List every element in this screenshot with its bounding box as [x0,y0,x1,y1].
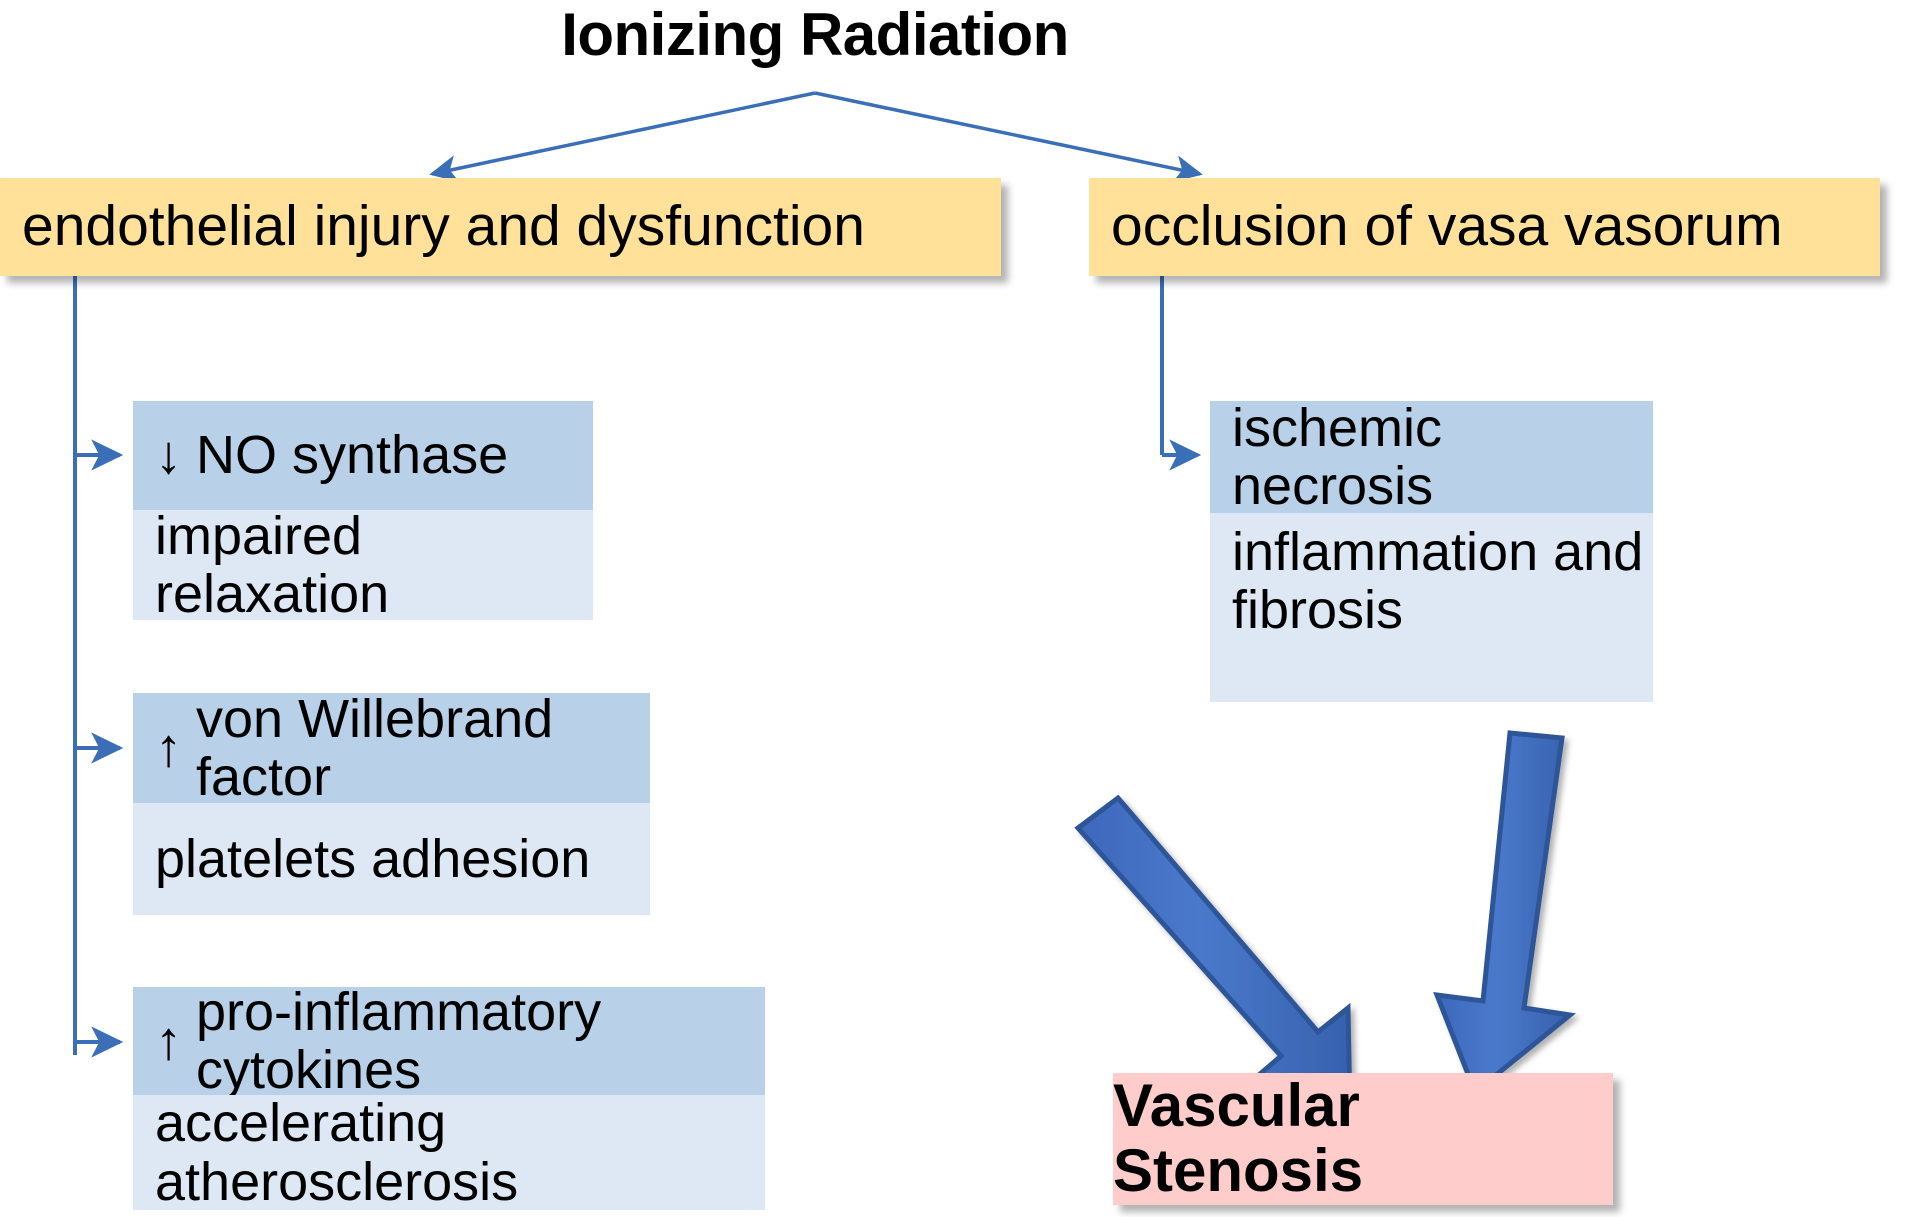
left-cause-box-2[interactable]: ↑von Willebrand factor [133,690,650,806]
thick-arrow-icon-vertical [1433,730,1576,1097]
thick-arrow-icon-diagonal [1074,794,1353,1116]
left-effect-box-3[interactable]: accelerating atherosclerosis [133,1094,765,1211]
left-cause-label-3: pro-inflammatory cytokines [196,981,602,1100]
page-title: Ionizing Radiation [561,0,1069,68]
right-effect-box-1[interactable]: inflammation and fibrosis [1210,513,1653,702]
connector-left-trunk [73,276,124,1058]
left-effect-box-2[interactable]: platelets adhesion [133,803,650,915]
connector-title-to-right [814,91,1203,183]
up-arrow-icon: ↑ [155,717,182,778]
right-cause-box-1[interactable]: ischemic necrosis [1210,399,1653,515]
connector-right-trunk [1160,276,1202,471]
left-branch-header[interactable]: endothelial injury and dysfunction [0,178,1001,276]
left-cause-label-2: von Willebrand factor [196,688,554,807]
left-effect-box-1[interactable]: impaired relaxation [133,507,593,623]
left-cause-box-1[interactable]: ↓NO synthase [133,401,593,510]
up-arrow-icon: ↑ [155,1010,182,1071]
left-cause-box-3[interactable]: ↑pro-inflammatory cytokines [133,983,765,1099]
connector-title-to-left [429,91,816,183]
right-branch-header[interactable]: occlusion of vasa vasorum [1089,178,1880,276]
outcome-box[interactable]: Vascular Stenosis [1113,1073,1613,1205]
down-arrow-icon: ↓ [155,425,182,486]
left-cause-label-1: NO synthase [196,425,509,486]
